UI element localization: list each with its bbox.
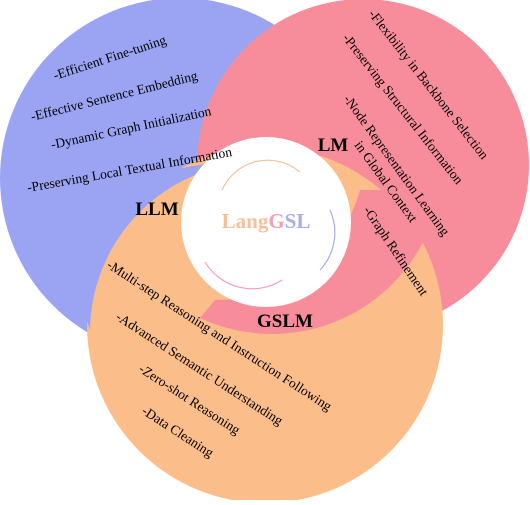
gslm-label: GSLM [257, 311, 313, 332]
lm-label: LM [318, 135, 349, 156]
llm-swirl [83, 157, 345, 330]
center-arc-top [221, 159, 301, 191]
center-logo: LangGSL [222, 209, 311, 233]
logo-sl: SL [285, 209, 311, 233]
logo-lang: Lang [222, 209, 269, 233]
center-disk [181, 137, 351, 307]
center-arc-bottom [204, 261, 283, 290]
llm-label: LLM [135, 199, 178, 220]
center-arc-right [319, 209, 336, 271]
logo-g: G [268, 209, 284, 233]
